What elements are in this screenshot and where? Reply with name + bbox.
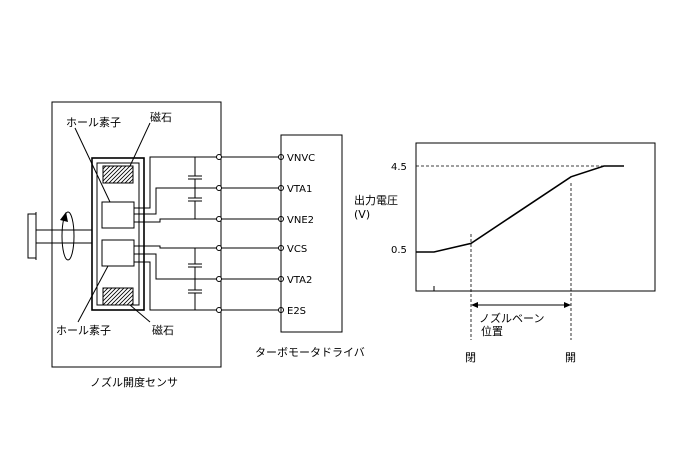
x-axis-label-2: 位置 [481,324,503,338]
x-axis-label: ノズルベーン [479,311,544,325]
driver-box [280,134,343,333]
turbo-motor-driver: VNVC VTA1 VNE2 VCS VTA2 E2S ターボモータドライバ [255,134,365,359]
driver-caption: ターボモータドライバ [255,346,365,359]
closed-label: 閉 [465,351,476,364]
output-voltage-graph: 出力電圧 (V) 4.5 0.5 ノズルベーン 位置 閉 開 [354,142,656,364]
y-axis-unit: (V) [354,208,370,221]
hall-element-top [101,201,135,229]
y-tick-label: 0.5 [391,245,407,256]
output-characteristic-line [416,165,624,253]
pin-label: VTA2 [287,275,312,286]
nozzle-opening-sensor: ホール素子 磁石 ホール素子 磁石 ノズル開度センサ [27,101,222,389]
sensor-housing [51,101,222,368]
pin-label: VCS [287,244,307,255]
magnet-label-bottom: 磁石 [152,324,174,337]
pin-label: VNVC [287,153,315,164]
rotation-arrow-icon [61,211,75,261]
y-tick-label: 4.5 [391,162,407,173]
pin-label: VNE2 [287,215,314,226]
pin-label: E2S [287,306,306,317]
open-label: 開 [565,351,576,364]
pin-label: VTA1 [287,184,312,195]
magnet-bottom [102,287,134,306]
magnet-label-top: 磁石 [150,111,172,124]
external-wiring [216,154,284,313]
sensor-shaft [27,211,92,261]
magnet-top [102,165,134,184]
magnet-holder [91,157,145,311]
hall-element-label-top: ホール素子 [66,116,121,129]
hall-element-bottom [101,239,135,267]
internal-wiring [134,156,219,311]
y-axis-label: 出力電圧 [354,193,398,207]
sensor-caption: ノズル開度センサ [90,375,178,389]
hall-element-label-bottom: ホール素子 [56,324,111,337]
graph-frame [415,142,656,292]
